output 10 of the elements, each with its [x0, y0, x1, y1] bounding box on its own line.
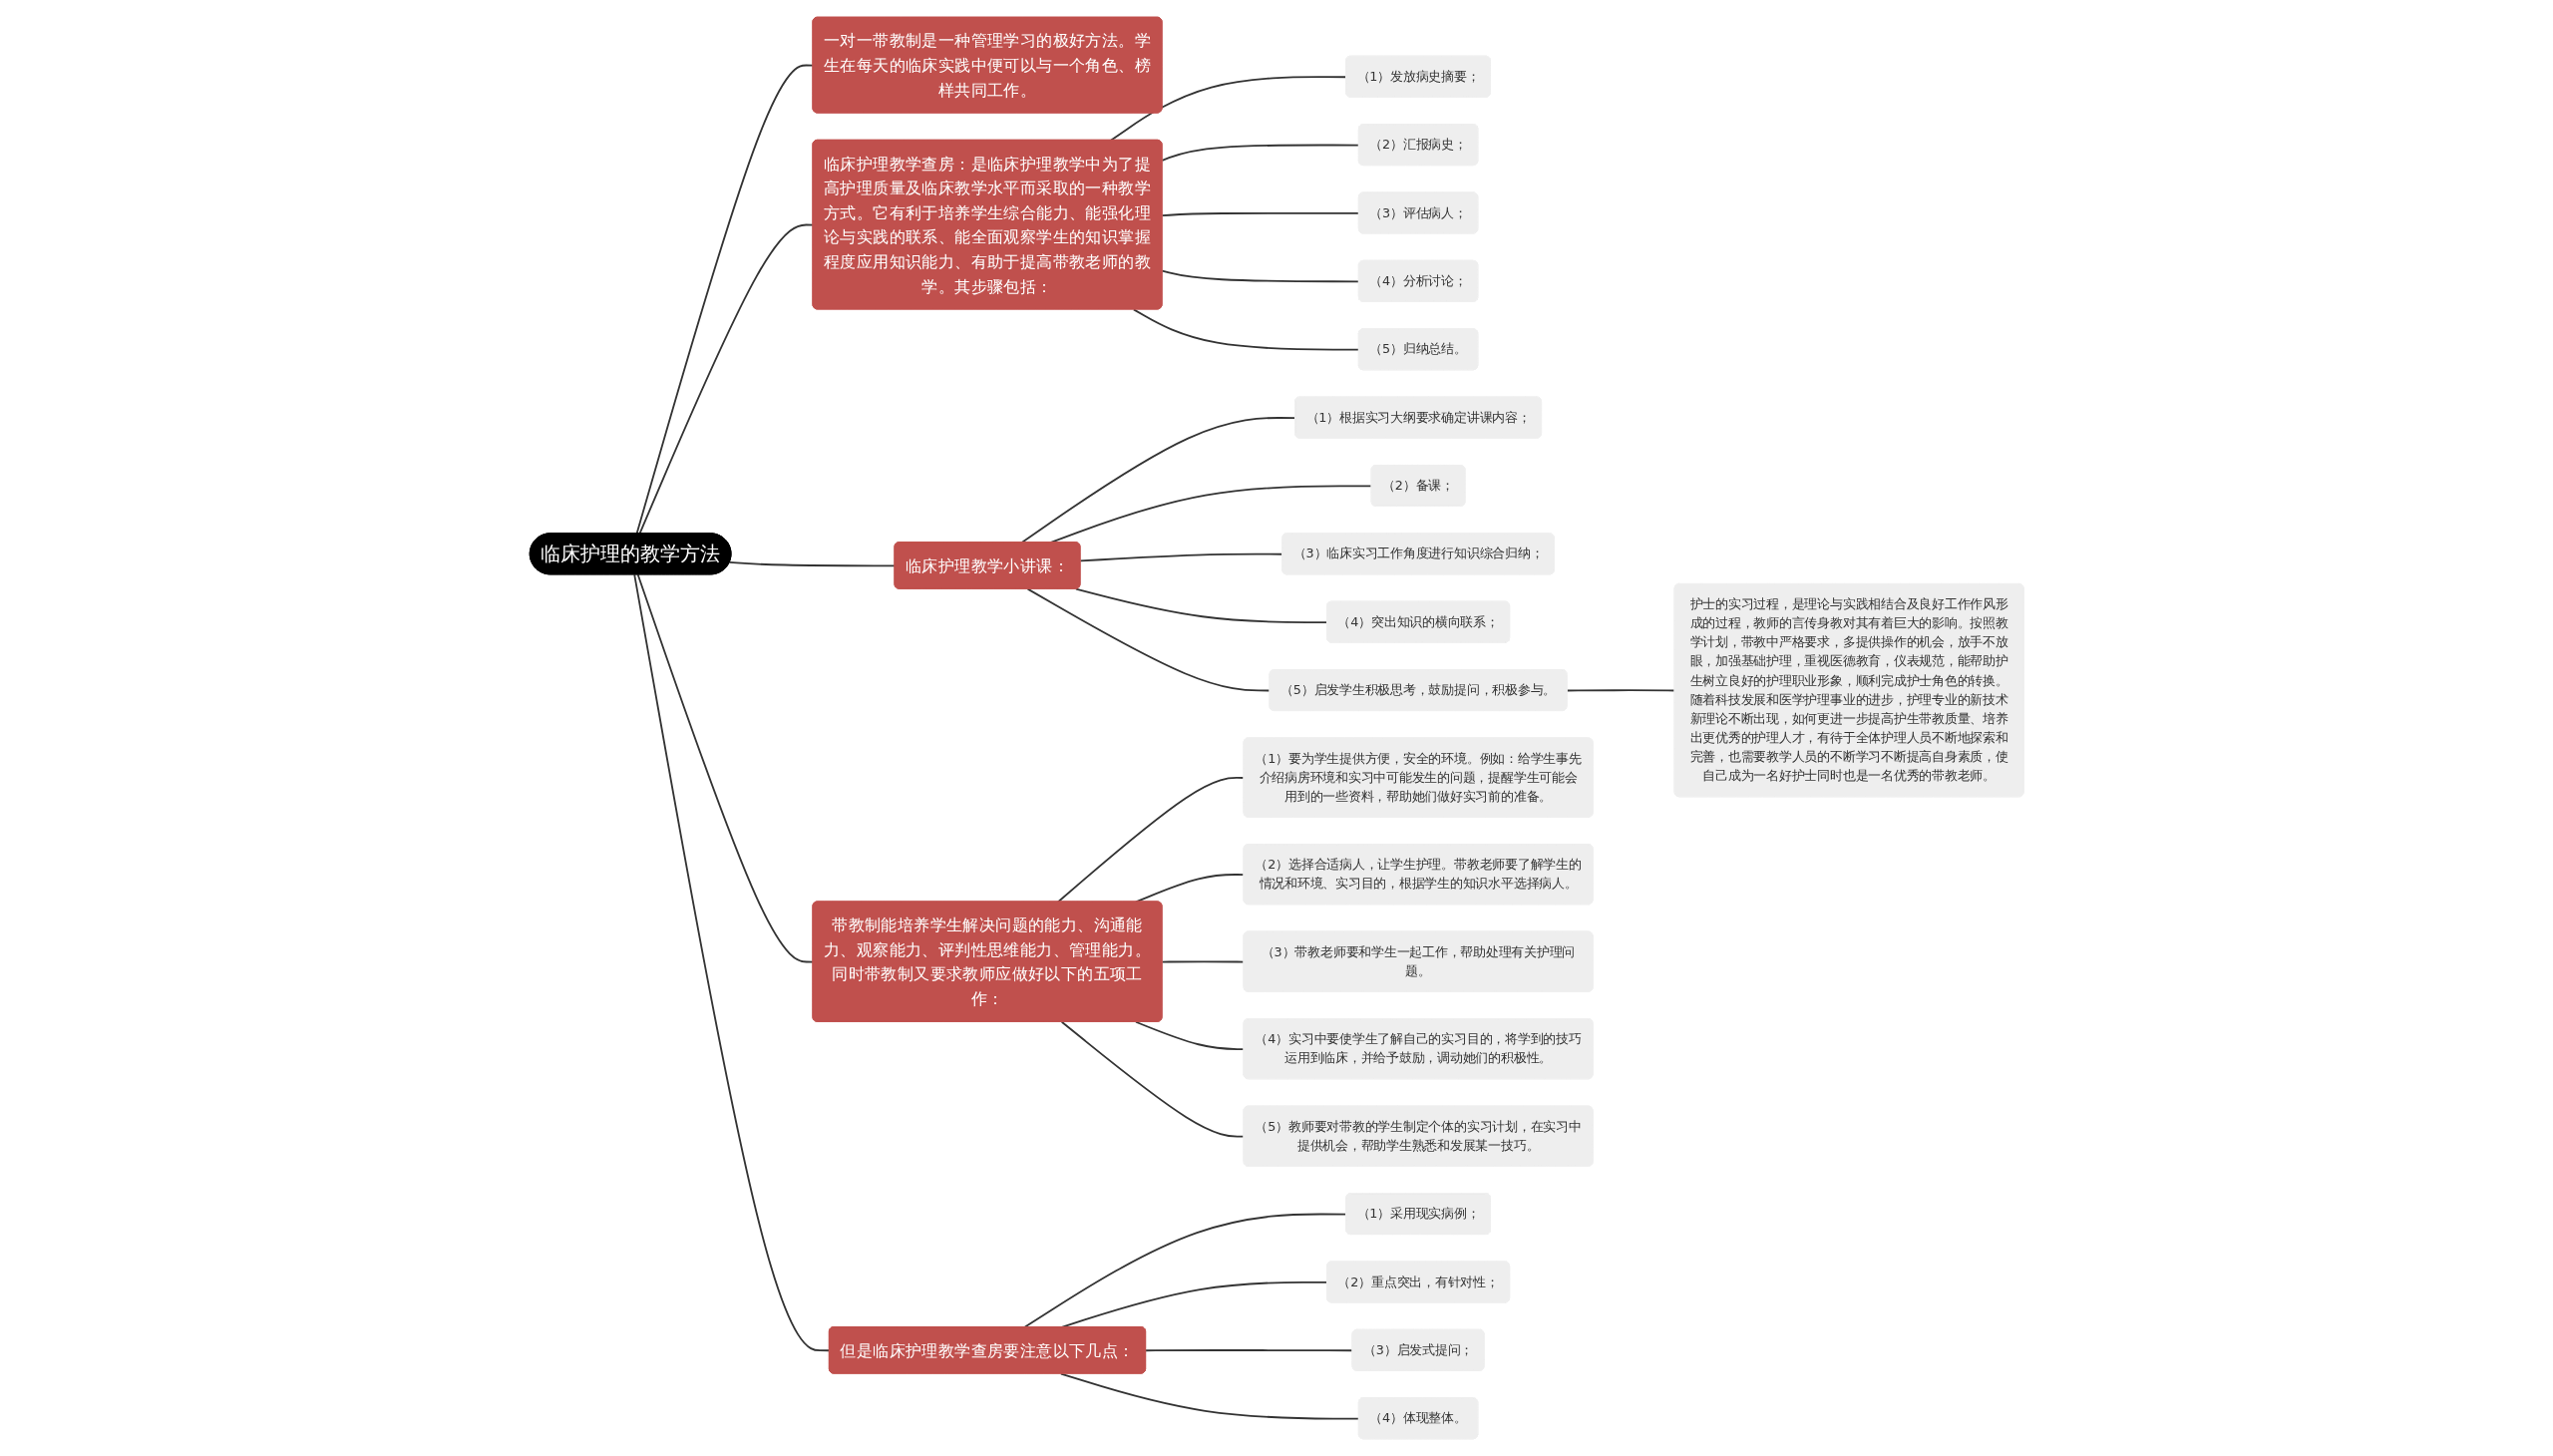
connector — [1059, 1372, 1360, 1420]
connector — [1161, 269, 1360, 283]
connector — [1161, 211, 1360, 217]
connector — [633, 573, 831, 1352]
connector — [1132, 308, 1360, 351]
connector — [1109, 76, 1347, 142]
connector — [1079, 552, 1283, 562]
connector — [1023, 1213, 1347, 1328]
connector — [1074, 587, 1328, 624]
connector — [1161, 144, 1360, 162]
